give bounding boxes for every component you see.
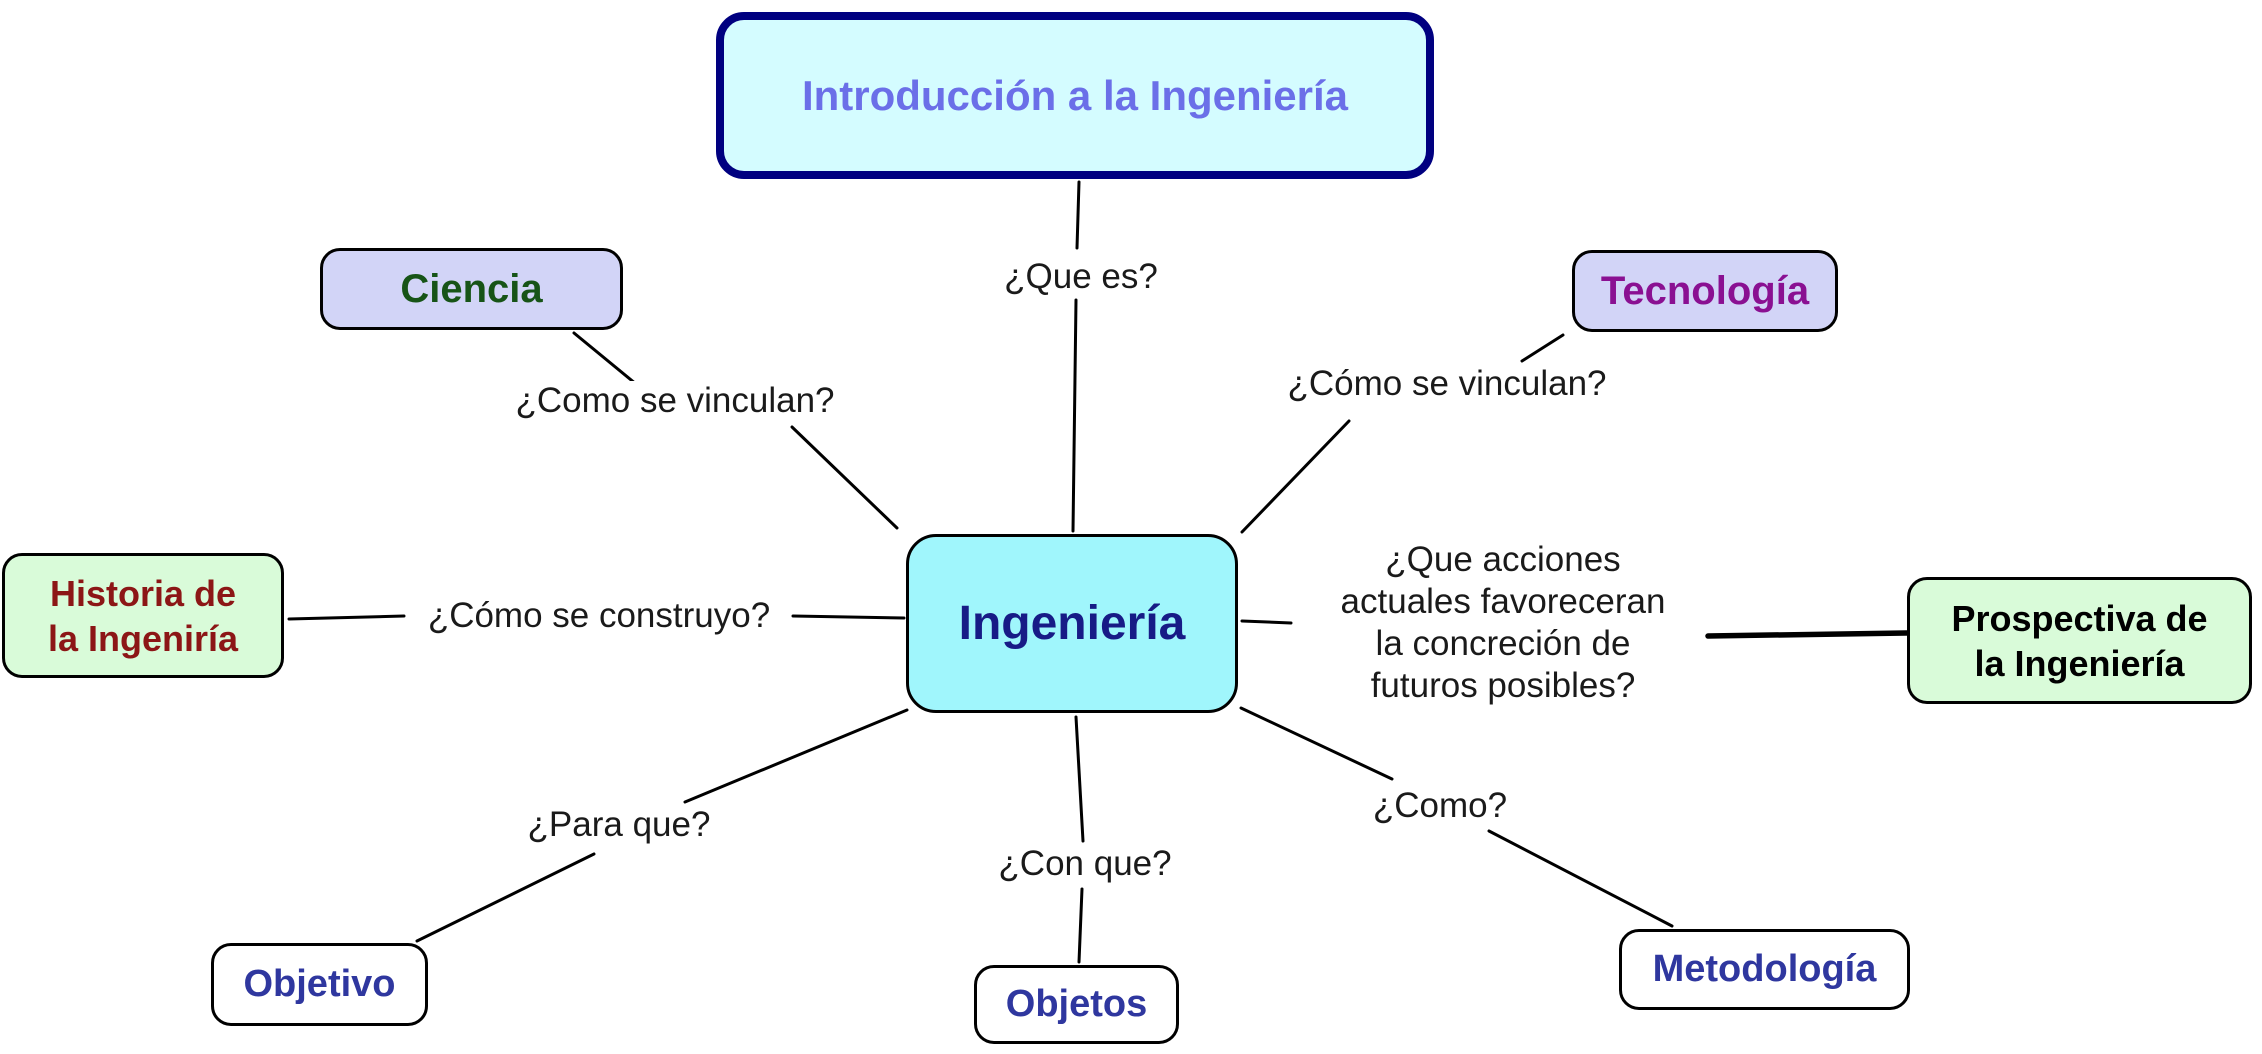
edge-line-metodologia-lower [1487,829,1674,928]
edge-label-que-acciones-line2: actuales favoreceran [1340,582,1666,621]
node-tecnologia[interactable]: Tecnología [1572,250,1838,332]
edge-label-que-acciones[interactable]: ¿Que acciones actuales favoreceran la co… [1334,539,1672,707]
node-metodologia[interactable]: Metodología [1619,929,1910,1010]
edge-line-metodologia-upper [1239,706,1394,781]
edge-label-como-se-vinculan-tecnologia[interactable]: ¿Cómo se vinculan? [1281,364,1613,404]
edge-line-que-es-lower [1071,298,1078,533]
node-historia-de-la-ingenieria[interactable]: Historia de la Ingeniría [2,553,284,678]
edge-line-objetivo-lower [415,852,596,943]
node-objetos[interactable]: Objetos [974,965,1179,1044]
node-historia-label-line2: la Ingeniría [47,617,239,659]
edge-line-objetos-lower [1077,887,1084,964]
node-prospectiva-label-line2: la Ingeniería [1974,642,2185,684]
node-ciencia-label: Ciencia [400,266,543,311]
node-tecnologia-label: Tecnología [1600,268,1810,313]
node-objetivo[interactable]: Objetivo [211,943,428,1026]
node-metodologia-label: Metodología [1652,948,1877,990]
edge-line-ciencia-lower [790,425,899,530]
node-ciencia[interactable]: Ciencia [320,248,623,330]
edge-line-prospectiva-right [1705,630,1910,639]
edge-line-tecnologia-lower [1240,419,1351,534]
edge-label-como[interactable]: ¿Como? [1366,786,1514,826]
edge-line-ciencia-upper [572,331,638,386]
edge-line-objetos-upper [1074,715,1085,843]
node-prospectiva-de-la-ingenieria[interactable]: Prospectiva de la Ingeniería [1907,577,2252,704]
edge-label-que-acciones-line1: ¿Que acciones [1385,540,1621,579]
node-introduccion-a-la-ingenieria[interactable]: Introducción a la Ingeniería [716,12,1434,179]
node-ingenieria-label: Ingeniería [958,597,1186,650]
node-objetos-label: Objetos [1005,983,1148,1025]
node-ingenieria-central[interactable]: Ingeniería [906,534,1238,713]
edge-label-con-que[interactable]: ¿Con que? [992,844,1178,884]
edge-line-historia-left [287,614,406,621]
edge-line-que-es-upper [1075,180,1081,250]
edge-line-objetivo-upper [683,708,909,804]
node-objetivo-label: Objetivo [243,963,396,1005]
node-historia-label-line1: Historia de [49,572,237,614]
edge-line-historia-right [791,614,906,620]
edge-label-que-es[interactable]: ¿Que es? [998,257,1164,297]
node-prospectiva-label-line1: Prospectiva de [1951,597,2208,639]
edge-line-tecnologia-upper [1520,333,1565,363]
edge-label-que-acciones-line3: la concreción de [1375,624,1631,663]
edge-label-como-se-construyo[interactable]: ¿Cómo se construyo? [421,596,777,636]
edge-label-como-se-vinculan-ciencia[interactable]: ¿Como se vinculan? [509,381,841,421]
edge-line-prospectiva-left [1240,619,1293,625]
edge-label-para-que[interactable]: ¿Para que? [521,805,717,845]
edge-label-que-acciones-line4: futuros posibles? [1370,666,1636,705]
node-introduccion-label: Introducción a la Ingeniería [801,71,1349,119]
